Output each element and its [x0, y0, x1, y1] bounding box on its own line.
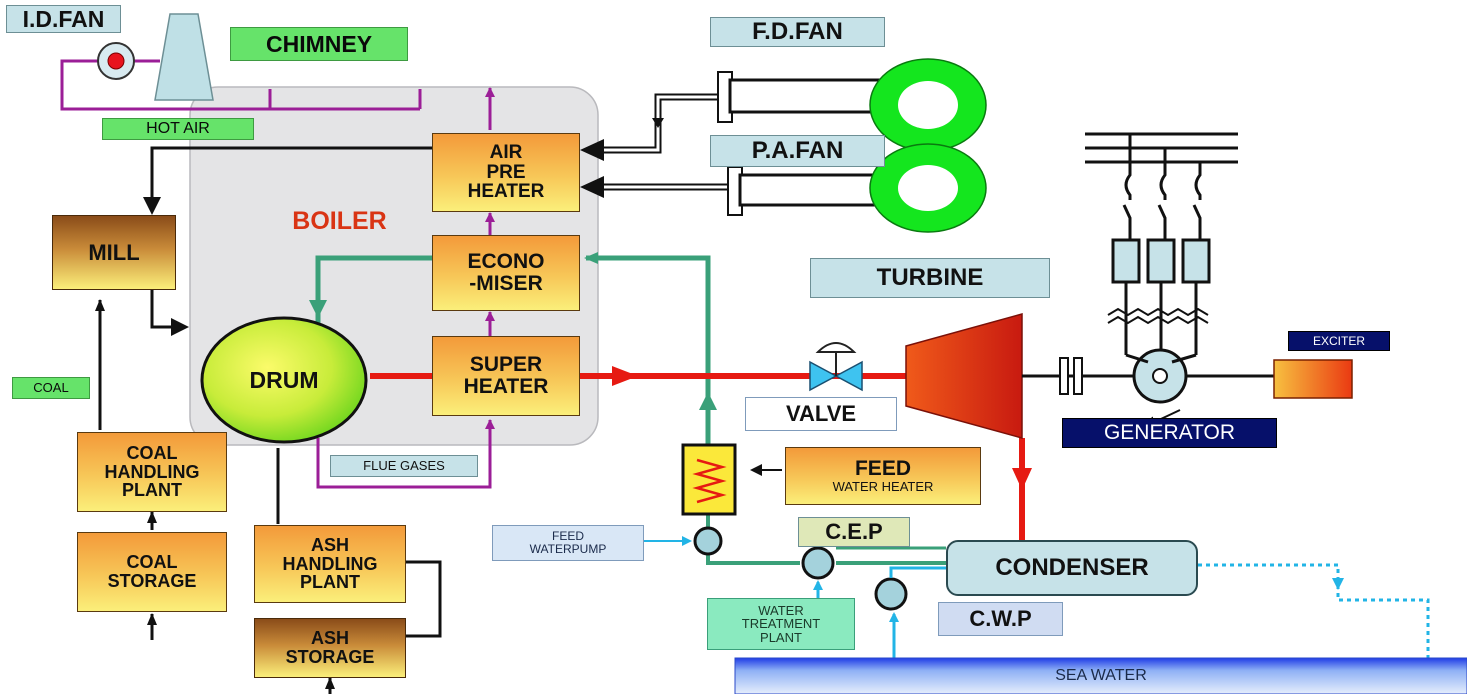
fd-fan-hub [898, 81, 958, 129]
pa-fan-duct-arrow [580, 176, 604, 198]
discharge-arrow [1332, 578, 1344, 590]
air-pre-heater-box: AIR PRE HEATER [432, 133, 580, 212]
ash-plant-to-storage-line [406, 560, 442, 638]
mill-box: MILL [52, 215, 176, 290]
drum-vessel [200, 316, 368, 444]
id-fan-rotor [107, 52, 125, 70]
cwp-label: C.W.P [938, 602, 1063, 636]
drum-inlet-arrow [309, 300, 327, 318]
exhaust-steam-arrow [1012, 468, 1032, 490]
condenser-box: CONDENSER [946, 540, 1198, 596]
exciter-label: EXCITER [1288, 331, 1390, 351]
valve-label: VALVE [745, 397, 897, 431]
switchyard [1085, 132, 1238, 364]
sea-water-band [734, 657, 1467, 694]
feed-to-eco-water-line [584, 252, 711, 445]
id-fan-label: I.D.FAN [6, 5, 121, 33]
sea-water-label: SEA WATER [1055, 666, 1147, 684]
flue-gases-loop [316, 419, 495, 489]
cwp-to-condenser-line [889, 566, 946, 578]
heater-coil [692, 458, 727, 504]
fd-fan-duct-down-arrow [652, 118, 664, 128]
feed-water-heater-subtitle: WATER HEATER [832, 479, 934, 495]
exciter-block [1273, 359, 1353, 399]
hot-air-label: HOT AIR [102, 118, 254, 140]
fd-fan-label: F.D.FAN [710, 17, 885, 47]
steam-flow-arrow [612, 366, 638, 386]
feed-water-heater-title: FEED [854, 457, 911, 481]
coal-label: COAL [12, 377, 90, 399]
flue-gases-label: FLUE GASES [330, 455, 478, 477]
coal-handling-plant-box: COAL HANDLING PLANT [77, 432, 227, 512]
economiser-box: ECONO -MISER [432, 235, 580, 311]
feed-water-heater-label: FEED WATER HEATER [785, 447, 981, 505]
pa-fan-hub [898, 165, 958, 211]
super-heater-box: SUPER HEATER [432, 336, 580, 416]
generator-hub [1152, 368, 1168, 384]
pa-fan-housing [738, 173, 882, 207]
condenser-discharge-line [1198, 563, 1430, 660]
drum-label: DRUM [249, 366, 319, 393]
boiler-label: BOILER [292, 206, 387, 235]
water-treatment-plant-label: WATER TREATMENT PLANT [707, 598, 855, 650]
feed-water-pump [693, 526, 723, 556]
chimney-stack [154, 13, 214, 101]
fd-fan-duct-inner [604, 95, 722, 152]
cep-pump [801, 546, 835, 580]
coupling-right [1073, 357, 1083, 395]
chimney-label: CHIMNEY [230, 27, 408, 61]
feed-water-heater [681, 443, 737, 516]
cep-label: C.E.P [798, 517, 910, 547]
turbine-label: TURBINE [810, 258, 1050, 298]
ash-handling-plant-box: ASH HANDLING PLANT [254, 525, 406, 603]
generator-label: GENERATOR [1062, 418, 1277, 448]
coupling-left [1059, 357, 1069, 395]
mill-to-boiler-line [150, 290, 189, 336]
pump-to-cep-line [706, 555, 800, 565]
coal-storage-box: COAL STORAGE [77, 532, 227, 612]
ash-storage-box: ASH STORAGE [254, 618, 406, 678]
flue-to-id-fan-line [60, 59, 420, 111]
valve-actuator [815, 342, 857, 353]
hot-air-line [143, 146, 432, 215]
pa-fan-label: P.A.FAN [710, 135, 885, 167]
fd-fan-housing [728, 78, 882, 114]
cwp-pump [874, 577, 908, 611]
turbine-shape [905, 313, 1023, 439]
feed-riser-arrow [699, 392, 717, 410]
feed-waterpump-label: FEED WATERPUMP [492, 525, 644, 561]
fd-fan-duct-arrow [580, 139, 604, 161]
